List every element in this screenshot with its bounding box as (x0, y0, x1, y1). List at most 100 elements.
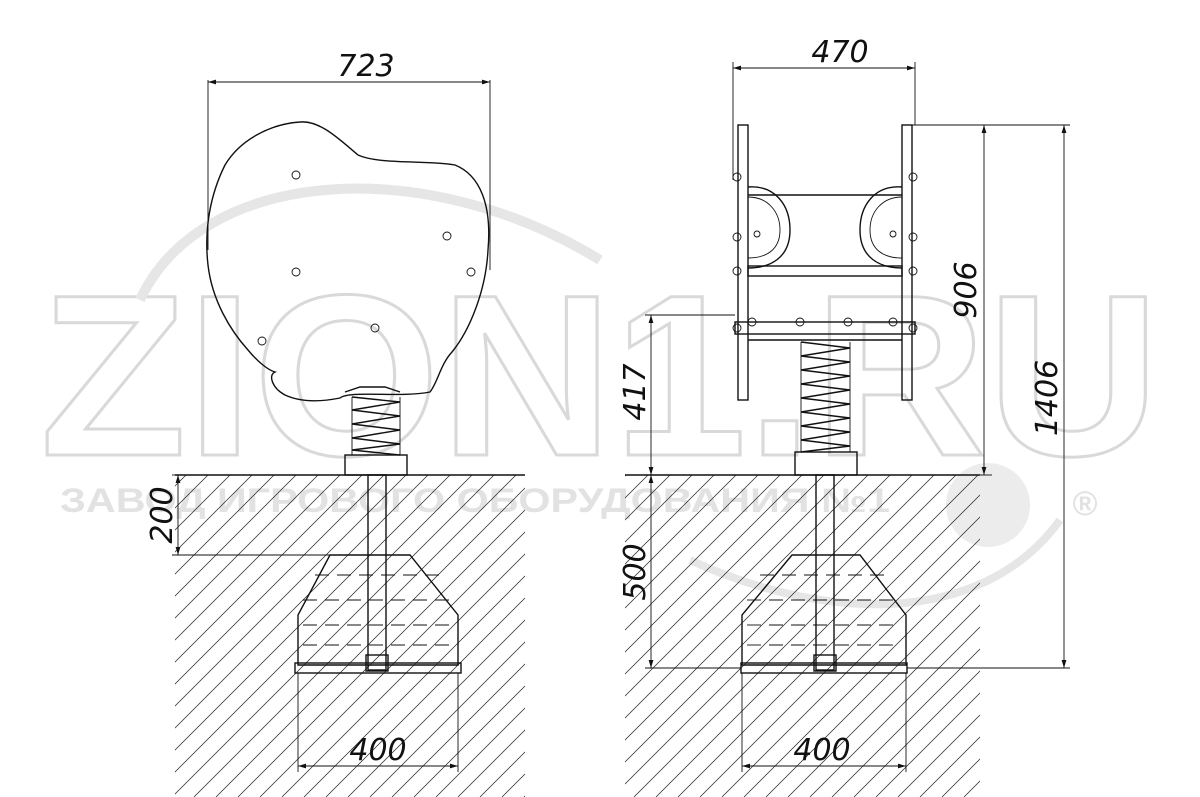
hatch-line (479, 475, 803, 797)
bolt-icon (753, 230, 761, 238)
hatch-line (0, 475, 98, 797)
side-view (206, 121, 490, 674)
hatch-line (1184, 475, 1200, 797)
watermark-swoosh (135, 183, 603, 303)
side-anchor-plate (294, 662, 462, 674)
front-seat-bolts (732, 317, 918, 333)
front-ear-left-inner (747, 196, 781, 259)
hatch-line (655, 475, 979, 797)
hatch-line (175, 475, 275, 797)
hatch-line (1052, 475, 1200, 797)
watermark-subtitle: ЗАВОД ИГРОВОГО ОБОРУДОВАНИЯ №1 (60, 482, 890, 520)
bolt-icon (291, 267, 301, 277)
dim-front-base: 400 (793, 733, 850, 768)
hatch-line (611, 475, 935, 797)
hatch-line (175, 475, 407, 797)
hatch-line (237, 475, 561, 797)
hatch-line (369, 475, 693, 797)
hatch-line (175, 475, 363, 797)
hatch-line (175, 475, 341, 797)
hatch-line (175, 475, 231, 797)
hatch-line (589, 475, 913, 797)
hatch-line (1118, 475, 1200, 797)
dim-side-depth: 200 (145, 486, 180, 543)
bolt-icon (732, 172, 742, 182)
bolt-icon (442, 231, 452, 241)
hatch-line (215, 475, 539, 797)
hatch-line (175, 475, 297, 797)
side-spring-mount (344, 386, 401, 393)
bolt-icon (908, 232, 918, 242)
front-view (732, 124, 918, 674)
front-ear-right (859, 186, 903, 269)
bolt-icon (466, 267, 476, 277)
bolt-icon (732, 266, 742, 276)
hatch-line (1162, 475, 1200, 797)
hatch-line (1096, 475, 1200, 797)
hatch-line (743, 475, 980, 797)
hatch-line (875, 475, 980, 797)
dim-front-width: 470 (811, 35, 868, 70)
hatch-line (281, 475, 605, 797)
front-ear-left (747, 186, 791, 269)
bolt-icon (732, 323, 742, 333)
watermark-ball (946, 463, 1030, 547)
hatch-line (193, 475, 517, 797)
side-post-foot (365, 654, 389, 672)
front-seat-plate (734, 321, 916, 335)
side-spring (351, 396, 401, 456)
watermark: ZION1.RU ЗАВОД ИГРОВОГО ОБОРУДОВАНИЯ №1 … (39, 183, 1162, 609)
hatch-line (809, 475, 980, 797)
hatch-line (0, 475, 10, 797)
bolt-icon (908, 266, 918, 276)
hatch-line (259, 475, 583, 797)
hatch-line (175, 475, 451, 797)
hatch-line (0, 475, 142, 797)
watermark-logo: ZION1.RU (40, 247, 1160, 504)
hatch-line (721, 475, 980, 797)
front-handle-left (737, 124, 749, 401)
dim-side-width: 723 (337, 49, 394, 84)
hatch-line (919, 475, 980, 797)
side-bolts (257, 170, 476, 346)
hatch-line (0, 475, 76, 797)
hatch-line (435, 475, 759, 797)
front-cross-bar (747, 265, 903, 277)
side-post (367, 474, 387, 671)
bolt-icon (747, 317, 757, 327)
front-post (815, 474, 835, 671)
bolt-icon (889, 230, 897, 238)
front-handle-right (901, 124, 913, 401)
hatch-line (897, 475, 980, 797)
hatch-line (175, 475, 495, 797)
hatch-line (677, 475, 980, 797)
bolt-icon (908, 323, 918, 333)
bolt-icon (888, 317, 898, 327)
hatch-line (0, 475, 164, 797)
hatch-line (831, 475, 980, 797)
bolt-icon (908, 172, 918, 182)
hatch-line (853, 475, 980, 797)
dimension-lines (172, 62, 1070, 772)
front-footing (741, 554, 907, 666)
hatch-line (1140, 475, 1200, 797)
hatch-line (391, 475, 715, 797)
bolt-icon (795, 317, 805, 327)
bolt-icon (291, 170, 301, 180)
side-footing-dashes (303, 574, 452, 646)
dim-seat-height: 417 (618, 363, 653, 420)
dim-front-depth: 500 (618, 543, 653, 600)
front-post-foot (813, 654, 837, 672)
soil-hatching (0, 475, 1200, 797)
hatch-line (175, 475, 429, 797)
hatch-line (175, 475, 473, 797)
dim-total-height: 1406 (1030, 360, 1065, 436)
hatch-line (457, 475, 781, 797)
front-footing-dashes (747, 574, 900, 646)
front-handle-bolts (732, 172, 918, 276)
hatch-line (787, 475, 980, 797)
hatch-line (1074, 475, 1200, 797)
hatch-line (0, 475, 120, 797)
bolt-icon (257, 336, 267, 346)
